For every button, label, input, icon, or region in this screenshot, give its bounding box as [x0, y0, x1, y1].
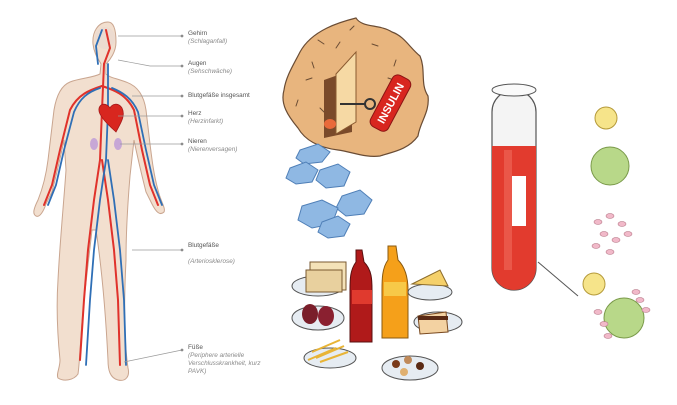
- label-gehirn: Gehirn(Schlaganfall): [188, 30, 228, 45]
- glucose-hexagons: [285, 143, 373, 239]
- heart-icon: [98, 103, 124, 133]
- label-blutgefaesse-insgesamt: Blutgefäße insgesamt: [188, 92, 250, 99]
- pointer-line: [537, 261, 579, 297]
- label-nieren: Nieren(Nierenversagen): [188, 138, 238, 153]
- test-tube: [491, 83, 537, 291]
- blood-cells: [582, 106, 651, 339]
- leader-lines: [117, 35, 183, 363]
- food-group: [291, 245, 463, 381]
- cell-with-insulin-key: INSULIN: [282, 17, 429, 157]
- label-herz: Herz(Herzinfarkt): [188, 110, 224, 125]
- kidney-right-icon: [114, 138, 122, 150]
- human-body: [33, 21, 165, 381]
- label-blutgefaesse: Blutgefäße(Arteriosklerose): [188, 242, 235, 265]
- kidney-left-icon: [90, 138, 98, 150]
- label-augen: Augen(Sehschwäche): [188, 60, 233, 75]
- label-fuesse: Füße(Periphere arterielle Verschlusskran…: [188, 344, 261, 375]
